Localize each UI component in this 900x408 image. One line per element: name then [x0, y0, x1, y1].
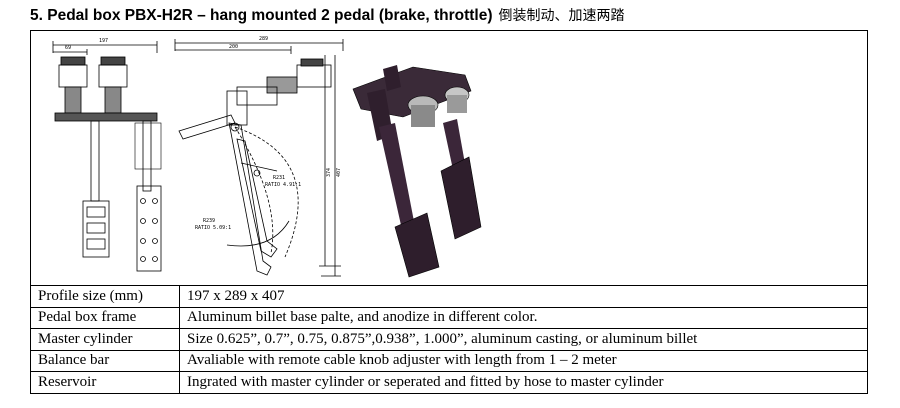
front-offset-label: 69: [65, 45, 71, 51]
radius-lower-label: R239: [203, 218, 215, 224]
spec-value: Aluminum billet base palte, and anodize …: [179, 306, 867, 329]
section-title-text: 5. Pedal box PBX-H2R – hang mounted 2 pe…: [30, 7, 493, 24]
spec-label: Profile size (mm): [31, 285, 180, 307]
side-height-inner-label: 374: [326, 168, 332, 177]
ratio-lower-label: RATIO 5.09:1: [195, 225, 231, 231]
table-row: Profile size (mm) 197 x 289 x 407: [31, 285, 867, 307]
side-height-outer-label: 407: [336, 168, 342, 177]
spec-label: Reservoir: [31, 371, 180, 393]
radius-upper-label: R231: [273, 175, 285, 181]
pedal-box-3d-render: [352, 65, 482, 278]
spec-value: Avaliable with remote cable knob adjuste…: [179, 349, 867, 372]
spec-sheet-frame: 197 69: [30, 30, 868, 394]
spec-label: Pedal box frame: [31, 306, 180, 329]
table-row: Balance bar Avaliable with remote cable …: [31, 349, 867, 372]
spec-value: Ingrated with master cylinder or seperat…: [179, 371, 867, 393]
spec-label: Balance bar: [31, 349, 180, 372]
table-row: Master cylinder Size 0.625”, 0.7”, 0.75,…: [31, 328, 867, 350]
table-row: Reservoir Ingrated with master cylinder …: [31, 371, 867, 393]
specs-table: Profile size (mm) 197 x 289 x 407 Pedal …: [31, 285, 867, 393]
spec-value: 197 x 289 x 407: [179, 285, 867, 307]
side-width-label: 289: [259, 36, 268, 42]
table-row: Pedal box frame Aluminum billet base pal…: [31, 306, 867, 329]
side-view-drawing: [174, 39, 344, 277]
front-view-drawing: [52, 41, 162, 272]
ratio-upper-label: RATIO 4.91:1: [265, 182, 301, 188]
front-width-label: 197: [99, 38, 108, 44]
pedal-box-drawings: 197 69: [52, 36, 482, 278]
spec-value: Size 0.625”, 0.7”, 0.75, 0.875”,0.938”, …: [179, 328, 867, 350]
section-title: 5. Pedal box PBX-H2R – hang mounted 2 pe…: [30, 5, 625, 27]
spec-label: Master cylinder: [31, 328, 180, 350]
side-inner-width-label: 200: [229, 44, 238, 50]
section-title-chinese: 倒装制动、加速两踏: [498, 8, 625, 24]
pedal-box-figure: 197 69: [31, 31, 867, 285]
